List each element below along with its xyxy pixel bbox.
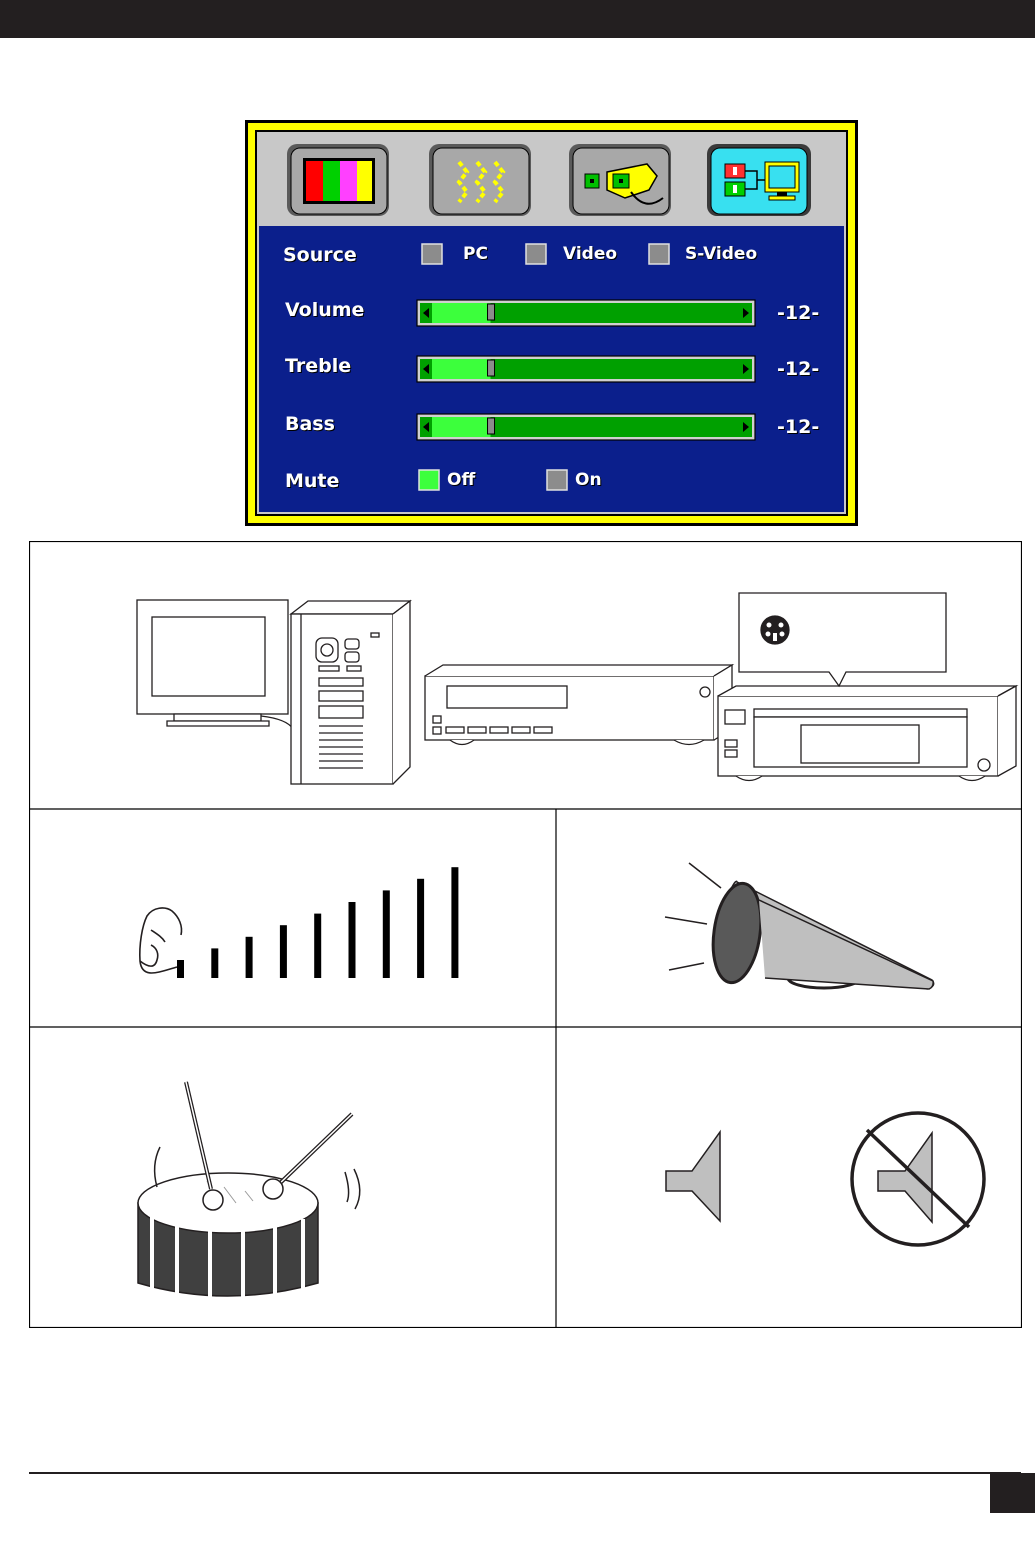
volume-level-bar [314, 913, 322, 978]
s-video-player-icon [717, 684, 1019, 782]
mute-radio-on[interactable] [546, 469, 568, 491]
treble-value: -12- [777, 358, 820, 380]
mute-off-label: Off [447, 470, 476, 490]
slider-track [420, 359, 752, 379]
slider-left-arrow-icon [423, 422, 429, 432]
volume-level-bar [348, 902, 356, 978]
volume-illustration [139, 867, 459, 978]
source-option-s-video: S-Video [685, 244, 758, 264]
slider-thumb [487, 359, 496, 377]
footer-rule [29, 1472, 1021, 1474]
audio-source-icon [724, 161, 800, 201]
bass-label: Bass [285, 413, 335, 435]
image-adjust-icon [456, 160, 506, 204]
pc-tower-icon [289, 599, 412, 785]
volume-level-bar [177, 960, 184, 978]
bass-illustration [137, 1081, 361, 1298]
volume-level-bars [177, 867, 459, 978]
volume-value: -12- [777, 302, 820, 324]
mute-radio-off[interactable] [418, 469, 440, 491]
treble-illustration [664, 862, 935, 990]
mute-illustration [665, 1111, 986, 1247]
bass-value: -12- [777, 416, 820, 438]
slider-left-arrow-icon [423, 364, 429, 374]
treble-slider[interactable] [416, 355, 756, 383]
slider-fill [432, 303, 491, 323]
volume-label: Volume [285, 299, 365, 321]
slider-right-arrow-icon [743, 364, 749, 374]
source-label: Source [283, 244, 357, 266]
tab-settings-tool[interactable] [569, 144, 671, 216]
mute-label: Mute [285, 470, 340, 492]
slider-track [420, 303, 752, 323]
page-number-tab [990, 1473, 1035, 1513]
color-adjust-icon [303, 158, 375, 204]
drum-icon [137, 1081, 361, 1298]
tab-audio-source[interactable] [707, 144, 811, 216]
s-video-connector-callout [738, 592, 947, 688]
volume-level-bar [245, 936, 253, 978]
page-number [990, 1473, 1035, 1513]
illustration-grid [29, 541, 1022, 1328]
vcr-icon [424, 663, 735, 746]
speaker-on-icon [665, 1129, 721, 1223]
volume-level-bar [382, 890, 390, 978]
source-radio-video[interactable] [525, 243, 547, 265]
slider-left-arrow-icon [423, 308, 429, 318]
slider-fill [432, 359, 491, 379]
bass-slider[interactable] [416, 413, 756, 441]
slider-thumb [487, 417, 496, 435]
settings-tool-icon [584, 163, 664, 205]
tab-color-adjust[interactable] [287, 144, 389, 216]
volume-level-bar [279, 925, 287, 978]
source-radio-s-video[interactable] [648, 243, 670, 265]
speaker-muted-icon [850, 1111, 986, 1247]
top-header-bar [0, 0, 1035, 38]
slider-track [420, 417, 752, 437]
mute-on-label: On [575, 470, 602, 490]
volume-level-bar [211, 948, 219, 978]
volume-level-bar [417, 878, 425, 978]
ear-icon [139, 907, 183, 974]
slider-fill [432, 417, 491, 437]
volume-slider[interactable] [416, 299, 756, 327]
s-video-connector-icon [760, 615, 790, 645]
source-option-pc: PC [463, 244, 488, 264]
source-option-video: Video [563, 244, 618, 264]
monitor-icon [136, 599, 294, 730]
source-devices-illustration [136, 592, 1019, 785]
slider-right-arrow-icon [743, 422, 749, 432]
treble-label: Treble [285, 355, 352, 377]
osd-menu: Source PC Video S-Video Volume -12- Treb… [245, 120, 858, 526]
slider-right-arrow-icon [743, 308, 749, 318]
tab-image-adjust[interactable] [429, 144, 531, 216]
source-radio-pc[interactable] [421, 243, 443, 265]
slider-thumb [487, 303, 496, 321]
volume-level-bar [451, 867, 459, 978]
